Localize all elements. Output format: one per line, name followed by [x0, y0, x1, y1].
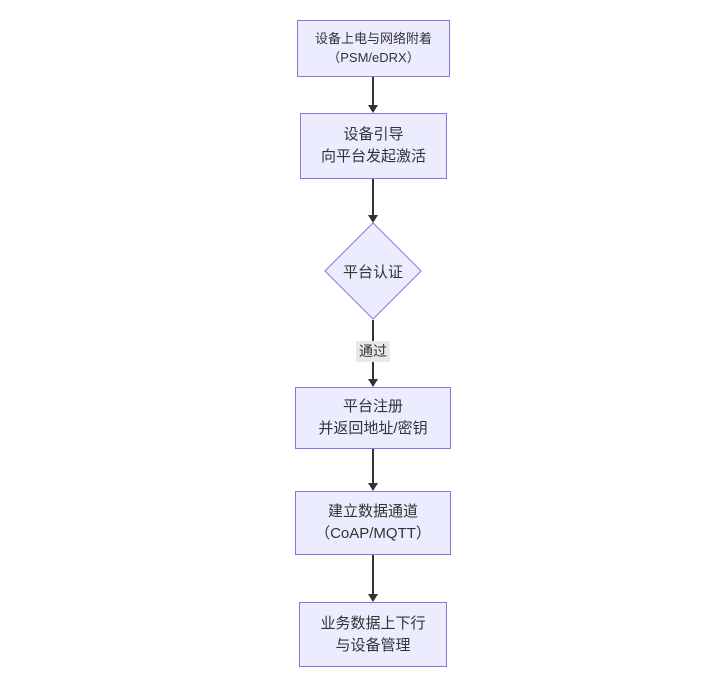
- node-text-line: 平台认证: [342, 263, 403, 281]
- arrow-shaft: [372, 77, 374, 106]
- edge-arrow-2: [367, 179, 379, 223]
- flow-node-platform-auth: 平台认证: [324, 222, 422, 320]
- edge-arrow-5: [367, 555, 379, 602]
- node-text-line: （CoAP/MQTT）: [315, 525, 431, 542]
- flow-node-power-on-network-attach: 设备上电与网络附着 （PSM/eDRX）: [297, 20, 450, 77]
- node-text-line: 设备引导: [343, 126, 404, 144]
- edge-arrow-4: [367, 449, 379, 491]
- arrow-head-icon: [368, 483, 378, 491]
- edge-arrow-1: [367, 77, 379, 113]
- arrow-head-icon: [368, 105, 378, 113]
- node-text-line: 与设备管理: [335, 636, 411, 654]
- node-text-line: 向平台发起激活: [320, 148, 426, 165]
- node-text-line: 并返回地址/密钥: [318, 420, 428, 437]
- flow-node-business-data: 业务数据上下行 与设备管理: [299, 602, 447, 667]
- node-text-line: 设备上电与网络附着: [314, 30, 432, 46]
- node-text-line: （PSM/eDRX）: [327, 49, 420, 65]
- flow-node-data-channel: 建立数据通道 （CoAP/MQTT）: [295, 491, 451, 555]
- node-text-line: 业务数据上下行: [320, 614, 426, 632]
- arrow-head-icon: [368, 594, 378, 602]
- flow-node-device-bootstrap: 设备引导 向平台发起激活: [300, 113, 447, 179]
- node-text-line: 平台注册: [342, 398, 403, 416]
- arrow-shaft: [372, 449, 374, 484]
- arrow-shaft: [372, 555, 374, 595]
- arrow-shaft: [372, 179, 374, 216]
- arrow-head-icon: [368, 215, 378, 223]
- arrow-head-icon: [368, 379, 378, 387]
- node-text-line: 建立数据通道: [327, 503, 418, 521]
- edge-label-pass: 通过: [356, 341, 390, 362]
- flow-node-platform-register: 平台注册 并返回地址/密钥: [295, 387, 451, 449]
